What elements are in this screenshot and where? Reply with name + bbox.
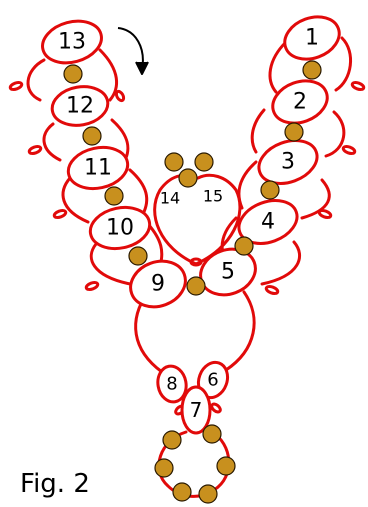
picot (114, 89, 126, 103)
bead (260, 180, 280, 200)
ring-8 (156, 364, 188, 404)
bead (162, 430, 182, 450)
picot (27, 145, 43, 155)
figure-caption: Fig. 2 (20, 469, 90, 499)
bead (82, 126, 102, 146)
right-inner-arc-3 (237, 160, 258, 210)
right-chain-arc-3 (300, 178, 331, 220)
ring-label-8: 8 (166, 374, 177, 395)
bead (104, 186, 124, 206)
bead (284, 122, 304, 142)
curved-arrow-icon (117, 27, 149, 75)
ring-label-9: 9 (151, 272, 165, 297)
right-inner-arc-1 (268, 40, 288, 94)
right-chain-arc-4 (260, 240, 301, 286)
bead (63, 64, 83, 84)
left-chain-arc-1 (26, 58, 46, 102)
ring-label-7: 7 (190, 398, 203, 422)
ring-11 (66, 145, 130, 191)
bead (128, 246, 148, 266)
left-chain-arc-2 (42, 122, 62, 162)
ring-label-14: 14 (160, 189, 180, 208)
center-heart-right (194, 173, 242, 266)
picot (317, 209, 333, 219)
bead (202, 424, 222, 444)
bead (216, 456, 236, 476)
left-chain-arc-4 (89, 242, 132, 286)
lower-loop-right (224, 290, 256, 372)
ring-label-5: 5 (221, 260, 235, 285)
ring-label-13: 13 (58, 30, 86, 55)
bead (234, 236, 254, 256)
ring-label-2: 2 (293, 90, 307, 115)
ring-4 (237, 199, 299, 245)
picot (84, 281, 100, 291)
picot (210, 402, 222, 414)
ring-1 (283, 15, 341, 61)
picot (8, 81, 24, 91)
ring-3 (257, 139, 319, 185)
bead (198, 484, 218, 504)
ring-label-10: 10 (106, 216, 134, 241)
picot (341, 145, 357, 155)
ring-label-15: 15 (203, 187, 223, 206)
bead (164, 152, 184, 172)
left-chain-arc-3 (61, 176, 90, 224)
ring-9 (129, 259, 187, 309)
picot (189, 257, 203, 267)
picot (52, 209, 68, 219)
ring-12 (50, 85, 110, 127)
ring-label-3: 3 (281, 150, 295, 175)
ring-label-12: 12 (66, 94, 94, 119)
ring-label-4: 4 (261, 210, 275, 235)
left-inner-arc-3 (128, 168, 149, 216)
bead (172, 482, 192, 502)
ring-label-11: 11 (84, 156, 112, 181)
left-inner-arc-1 (98, 48, 119, 102)
ring-2 (271, 79, 329, 125)
right-chain-arc-1 (334, 36, 353, 92)
picot (350, 81, 366, 91)
right-inner-arc-2 (250, 108, 266, 154)
ring-label-1: 1 (305, 26, 319, 51)
ring-label-6: 6 (207, 370, 218, 391)
picot (264, 285, 280, 295)
bead (194, 152, 214, 172)
bead (178, 168, 198, 188)
bead (302, 60, 322, 80)
ring-13 (41, 19, 103, 65)
ring-10 (88, 205, 152, 251)
bead (154, 458, 174, 478)
right-chain-arc-2 (324, 110, 346, 158)
ring-7 (180, 385, 212, 435)
bead (186, 276, 206, 296)
